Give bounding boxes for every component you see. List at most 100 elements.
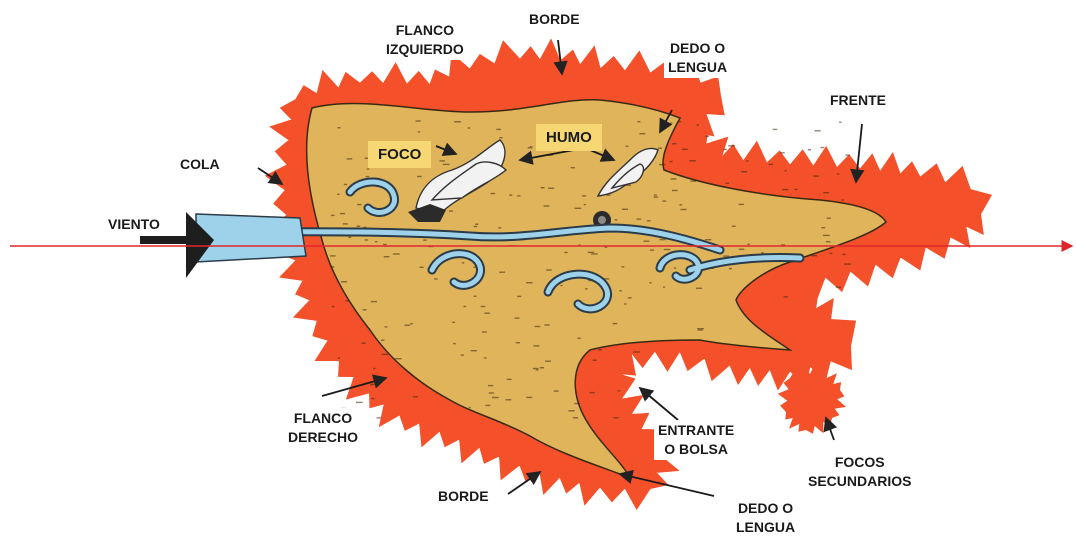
- ash-speck: [663, 286, 665, 287]
- ash-speck: [732, 226, 736, 227]
- ash-speck: [679, 204, 682, 205]
- ash-speck: [330, 266, 334, 267]
- ash-speck: [628, 297, 632, 298]
- ash-speck: [541, 187, 545, 188]
- ash-speck: [728, 145, 735, 146]
- ash-speck: [654, 196, 658, 197]
- ash-speck: [471, 350, 477, 351]
- ash-speck: [659, 164, 666, 165]
- ash-speck: [624, 303, 627, 304]
- ash-speck: [626, 146, 629, 147]
- label-foco: FOCO: [368, 141, 431, 168]
- ash-speck: [690, 160, 696, 161]
- ash-speck: [827, 218, 831, 219]
- ash-speck: [670, 122, 672, 123]
- label-borde-bottom: BORDE: [434, 486, 493, 507]
- ash-speck: [842, 199, 844, 200]
- ash-speck: [507, 379, 512, 380]
- ash-speck: [489, 392, 494, 393]
- ash-speck: [410, 323, 413, 324]
- ash-speck: [544, 324, 549, 325]
- ash-speck: [343, 223, 348, 224]
- label-flanco-derecho: FLANCO DERECHO: [284, 408, 362, 448]
- ash-speck: [633, 351, 640, 352]
- ash-speck: [795, 189, 798, 190]
- label-frente: FRENTE: [826, 90, 890, 111]
- ash-speck: [371, 301, 377, 302]
- ash-speck: [637, 218, 642, 219]
- ash-speck: [423, 239, 426, 240]
- ash-speck: [830, 253, 833, 254]
- ash-speck: [729, 268, 732, 269]
- ash-speck: [662, 200, 666, 201]
- ash-speck: [384, 256, 390, 257]
- ash-speck: [671, 178, 677, 179]
- label-focos-secundarios: FOCOS SECUNDARIOS: [804, 452, 915, 492]
- ash-speck: [498, 227, 501, 228]
- ash-speck: [533, 368, 539, 369]
- ash-speck: [564, 252, 567, 253]
- ash-speck: [574, 403, 580, 404]
- ash-speck: [621, 266, 624, 267]
- ash-speck: [725, 183, 729, 184]
- ash-speck: [443, 164, 450, 165]
- ash-speck: [344, 184, 347, 185]
- ash-speck: [506, 399, 512, 400]
- ash-speck: [813, 175, 819, 176]
- ash-speck: [393, 253, 400, 254]
- ash-speck: [337, 127, 340, 128]
- ash-speck: [598, 349, 602, 350]
- ash-speck: [544, 205, 550, 206]
- ash-speck: [811, 255, 817, 256]
- ash-speck: [464, 306, 467, 307]
- ash-speck: [696, 124, 699, 125]
- label-viento: VIENTO: [104, 214, 164, 235]
- ash-speck: [515, 317, 520, 318]
- ash-speck: [613, 417, 618, 418]
- ash-speck: [588, 252, 594, 253]
- ash-speck: [341, 281, 347, 282]
- ash-speck: [491, 193, 496, 194]
- ash-speck: [499, 137, 502, 138]
- ash-speck: [690, 180, 696, 181]
- ash-speck: [613, 323, 618, 324]
- ash-speck: [332, 306, 335, 307]
- ash-speck: [747, 244, 749, 245]
- ash-speck: [637, 121, 640, 122]
- ash-speck: [528, 147, 533, 148]
- ash-speck: [589, 392, 594, 393]
- ash-speck: [370, 384, 372, 385]
- ash-speck: [585, 288, 588, 289]
- ash-speck: [723, 149, 727, 150]
- ash-speck: [348, 237, 351, 238]
- ash-speck: [536, 369, 539, 370]
- ash-speck: [526, 397, 532, 398]
- ash-speck: [375, 241, 378, 242]
- label-borde-top: BORDE: [525, 9, 584, 30]
- ash-speck: [481, 306, 486, 307]
- ash-speck: [782, 189, 788, 190]
- ash-speck: [461, 354, 464, 355]
- ash-speck: [468, 127, 471, 128]
- ash-speck: [474, 296, 477, 297]
- ash-speck: [418, 131, 420, 132]
- ash-speck: [571, 167, 575, 168]
- wind-arrow: [140, 212, 306, 278]
- ash-speck: [808, 149, 811, 150]
- ash-speck: [395, 358, 402, 359]
- ash-speck: [674, 267, 677, 268]
- ash-speck: [485, 405, 490, 406]
- ash-speck: [647, 220, 651, 221]
- ash-speck: [492, 397, 499, 398]
- ash-speck: [836, 287, 841, 288]
- ash-speck: [654, 194, 657, 195]
- ash-speck: [697, 328, 704, 329]
- ash-speck: [769, 164, 774, 165]
- ash-speck: [496, 129, 501, 130]
- label-cola: COLA: [176, 154, 224, 175]
- secondary-spot-fire: [778, 365, 846, 434]
- ash-speck: [577, 338, 580, 339]
- ash-speck: [593, 360, 597, 361]
- ash-speck: [664, 249, 671, 250]
